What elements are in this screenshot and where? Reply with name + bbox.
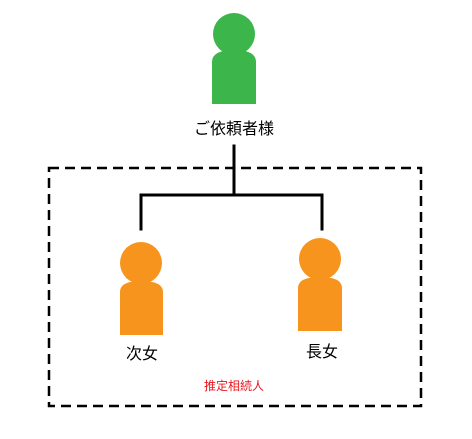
heirs-group-box [47,166,423,408]
second-daughter-person-icon [120,242,163,335]
requester-person-icon [212,13,256,104]
eldest-daughter-label: 長女 [306,342,338,361]
second-daughter-label: 次女 [126,344,158,363]
heirs-group-label: 推定相続人 [204,378,264,393]
requester-label: ご依頼者様 [194,119,274,138]
family-connector [139,144,324,231]
eldest-daughter-person-icon [298,238,342,331]
